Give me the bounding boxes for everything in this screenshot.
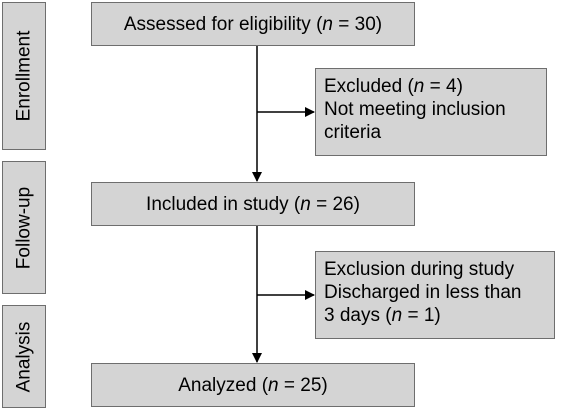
stage-analysis: Analysis [2,305,46,408]
box-excluded-line3: criteria [324,122,382,143]
box-assessed-text: Assessed for eligibility (n = 30) [123,13,383,35]
box-exclusion-during-study: Exclusion during study Discharged in les… [315,251,555,339]
box-analyzed-text: Analyzed (n = 25) [178,374,328,396]
box-excluded-line1: Excluded (n = 4) [324,76,463,97]
stage-enrollment: Enrollment [2,2,46,150]
stage-follow-up: Follow-up [2,161,46,294]
box-exclusion-line3: 3 days (n = 1) [324,305,441,326]
box-included: Included in study (n = 26) [91,182,415,226]
box-excluded: Excluded (n = 4) Not meeting inclusion c… [315,68,547,156]
box-exclusion-line2: Discharged in less than [324,282,522,303]
box-exclusion-line1: Exclusion during study [324,259,515,280]
box-excluded-line2: Not meeting inclusion [324,99,506,120]
box-included-text: Included in study (n = 26) [146,193,360,215]
box-analyzed: Analyzed (n = 25) [91,363,415,407]
box-assessed: Assessed for eligibility (n = 30) [91,2,415,46]
